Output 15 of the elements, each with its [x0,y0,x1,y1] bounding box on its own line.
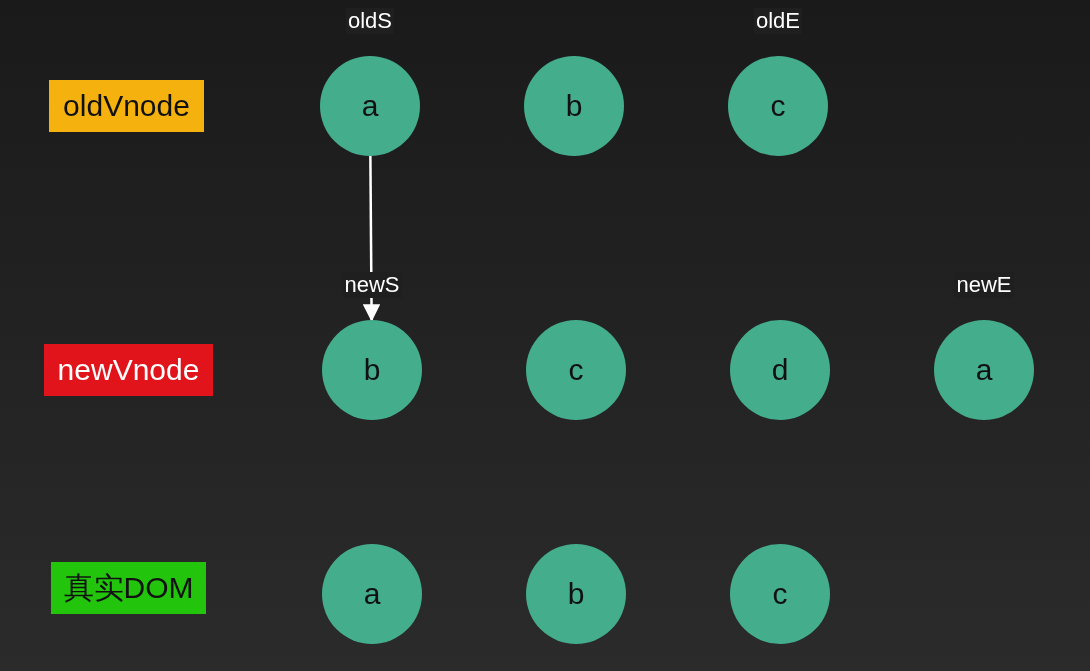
row-label: oldVnode [49,80,204,132]
node-label: b [567,577,585,611]
node-label: b [363,353,381,387]
node-label: c [772,577,788,611]
node-label: b [565,89,583,123]
node-label: d [771,353,789,387]
node-label: c [568,353,584,387]
pointer-label: oldE [754,8,802,34]
node-label: c [770,89,786,123]
node-label: a [363,577,381,611]
row-label: 真实DOM [51,562,206,614]
node-label: a [361,89,379,123]
pointer-label: oldS [346,8,394,34]
row-label: newVnode [44,344,213,396]
node-label: a [975,353,993,387]
